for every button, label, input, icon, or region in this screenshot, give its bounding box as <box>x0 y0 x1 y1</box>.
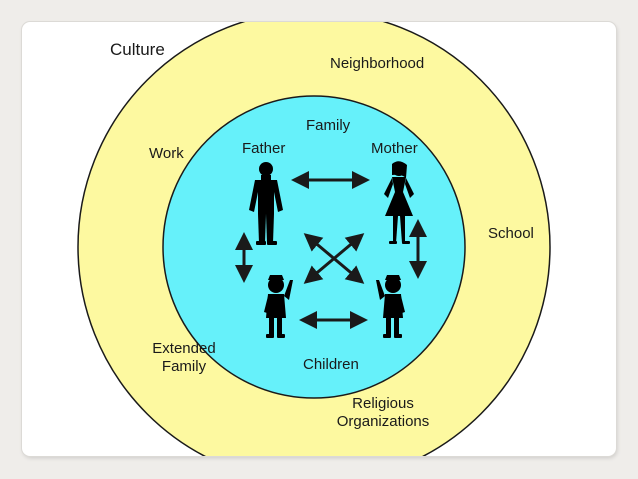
child-left-figure-icon <box>264 275 293 338</box>
mother-figure-icon <box>384 161 414 244</box>
family-label: Family <box>306 117 351 134</box>
extended-family-line1: Extended <box>152 340 216 357</box>
extended-family-line2: Family <box>161 358 207 375</box>
school-label: School <box>488 225 534 242</box>
religious-organizations-label: Religious Organizations <box>326 395 440 431</box>
extended-family-label: Extended Family <box>144 340 224 376</box>
neighborhood-label: Neighborhood <box>330 55 425 72</box>
arrow-diagonal-mother-child-left <box>303 233 365 284</box>
religious-line1: Religious <box>352 395 414 412</box>
children-label: Children <box>303 356 359 373</box>
religious-line2: Organizations <box>336 413 430 430</box>
family-systems-diagram <box>77 22 551 456</box>
work-label: Work <box>149 145 184 162</box>
child-right-figure-icon <box>376 275 405 338</box>
father-figure-icon <box>249 162 283 245</box>
culture-label: Culture <box>110 40 165 59</box>
mother-label: Mother <box>371 140 418 157</box>
father-label: Father <box>242 140 286 157</box>
slide: Culture Neighborhood Family Father Mothe… <box>22 22 616 456</box>
